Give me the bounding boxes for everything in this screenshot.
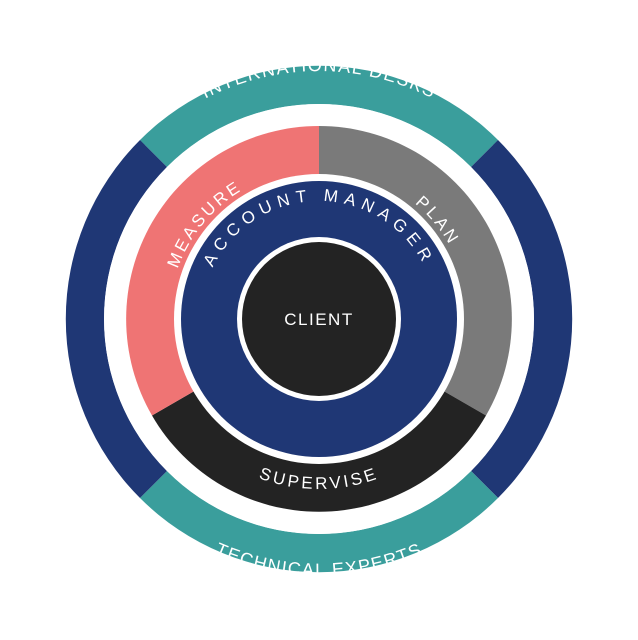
client-label: CLIENT [284, 310, 353, 329]
outer-ring-top [140, 65, 498, 167]
outer-ring-right [471, 140, 573, 498]
outer-ring-left [65, 140, 167, 498]
client-circle [242, 242, 396, 396]
outer-ring-bottom [140, 471, 498, 573]
